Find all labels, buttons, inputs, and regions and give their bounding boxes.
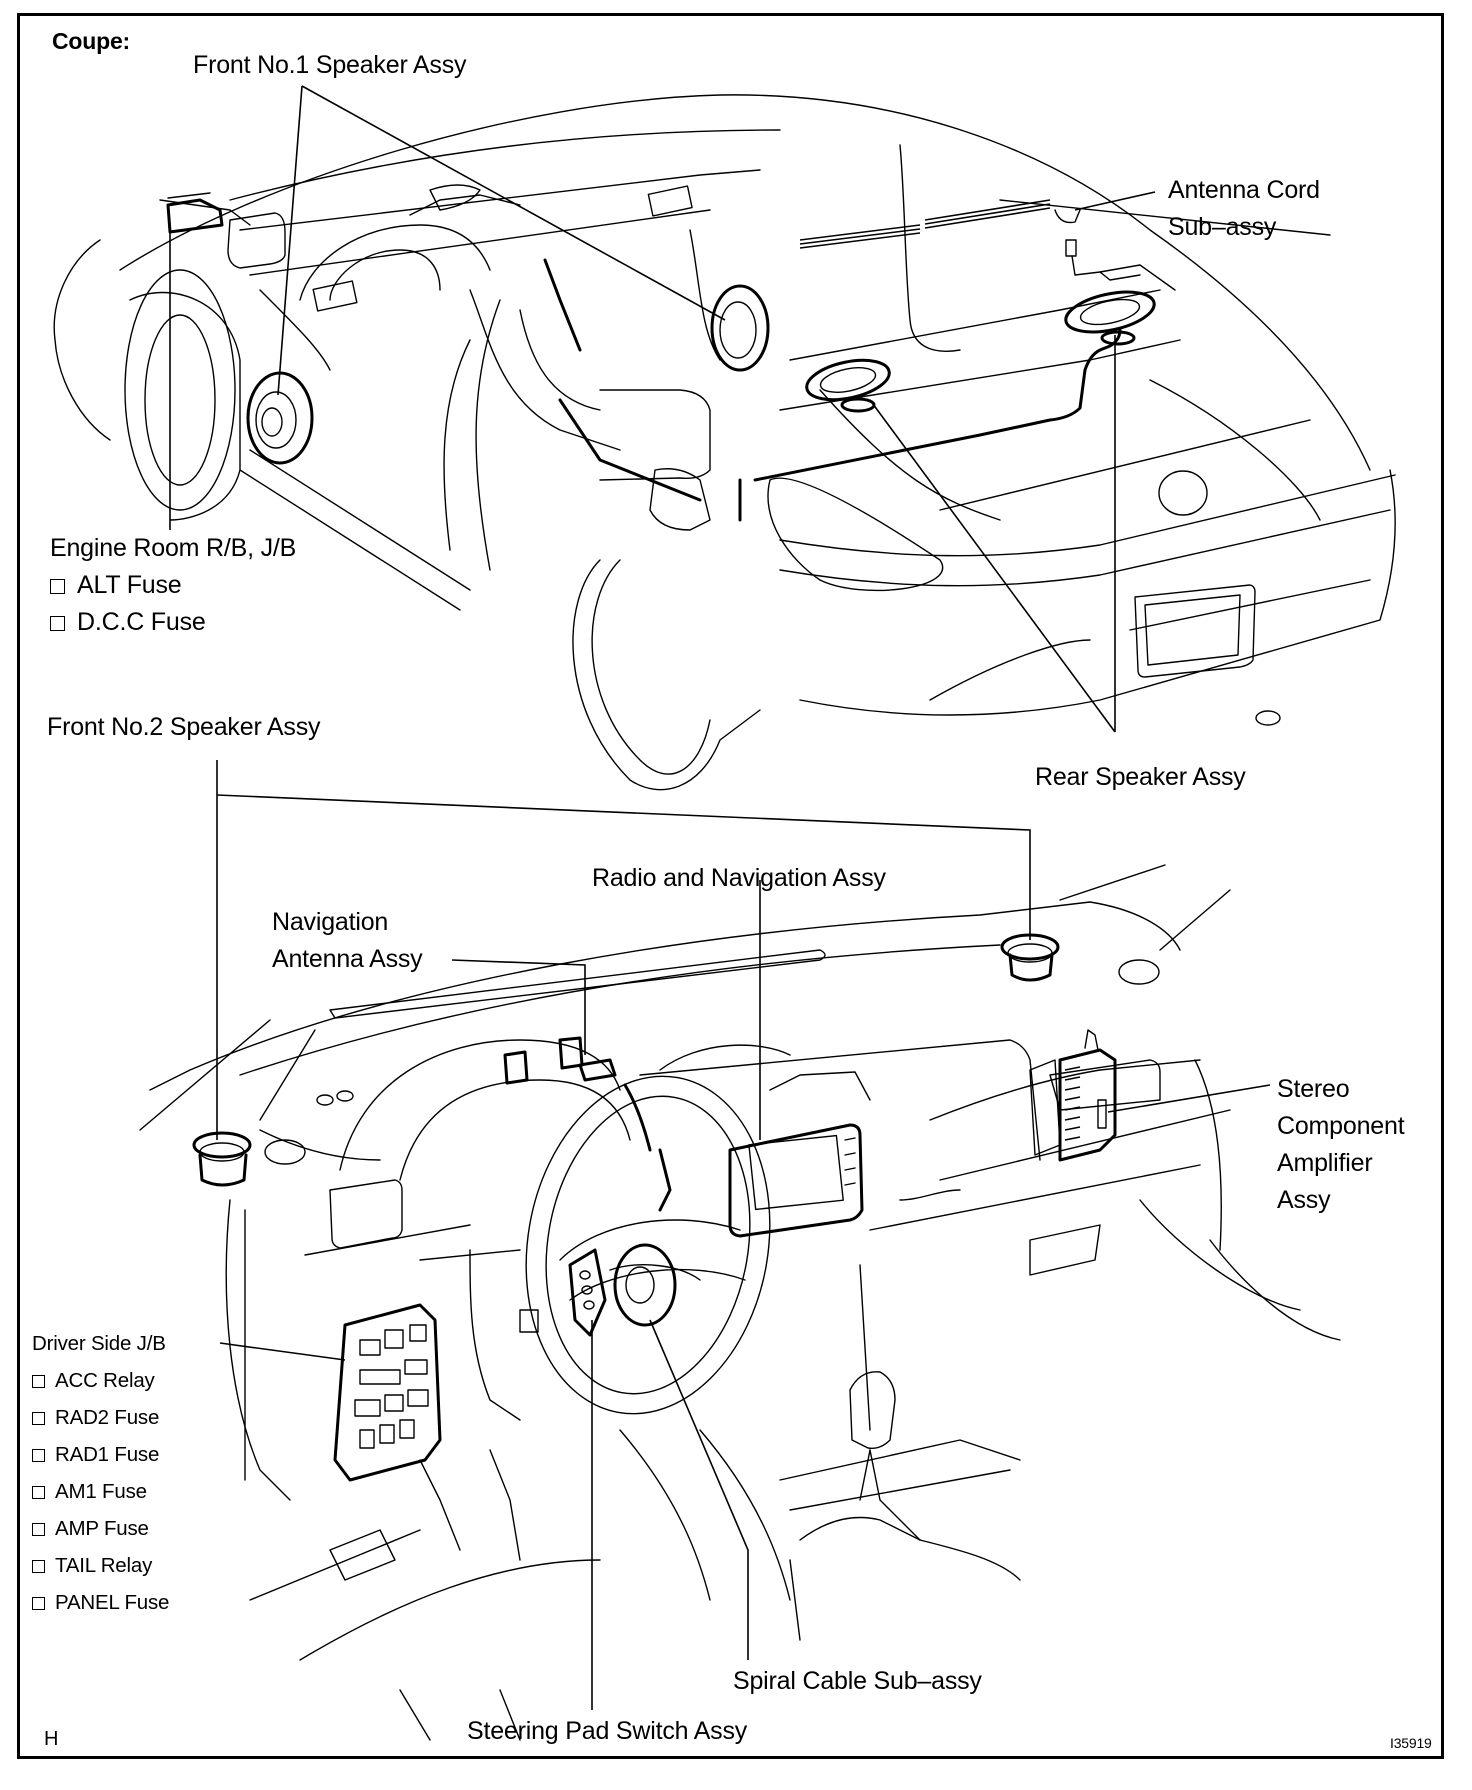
checkbox-icon bbox=[32, 1486, 45, 1499]
steering-wheel bbox=[525, 1075, 771, 1415]
navigation-antenna-part bbox=[503, 1036, 672, 1212]
rear-window-heater-lines bbox=[799, 199, 1051, 249]
driver-side-jb-item: ACC Relay bbox=[32, 1362, 169, 1399]
front-no1-speaker-left bbox=[246, 371, 314, 465]
engine-room-relay-block bbox=[166, 192, 224, 234]
checkbox-icon bbox=[32, 1560, 45, 1573]
driver-side-jb-title: Driver Side J/B bbox=[32, 1332, 166, 1355]
driver-side-jb-item: RAD1 Fuse bbox=[32, 1436, 169, 1473]
coupe-body-outline bbox=[53, 94, 1396, 791]
leader-lines-top bbox=[169, 85, 1156, 733]
front-no2-speaker-left bbox=[192, 1131, 252, 1187]
figure-id: I35919 bbox=[1390, 1735, 1432, 1751]
label-navigation-antenna-line-1: Navigation bbox=[272, 908, 389, 936]
steering-pad-switch-part bbox=[568, 1248, 607, 1337]
rear-speaker-left bbox=[805, 358, 891, 413]
driver-side-jb-item: AMP Fuse bbox=[32, 1510, 169, 1547]
driver-side-jb-item: RAD2 Fuse bbox=[32, 1399, 169, 1436]
checkbox-icon bbox=[32, 1375, 45, 1388]
leader-lines-bottom bbox=[216, 760, 1271, 1710]
dashboard-outline bbox=[139, 864, 1341, 1741]
driver-side-jb-item: TAIL Relay bbox=[32, 1547, 169, 1584]
diagram-frame bbox=[17, 13, 1444, 1759]
driver-side-jb-item: PANEL Fuse bbox=[32, 1584, 169, 1621]
label-navigation-antenna-line-2: Antenna Assy bbox=[272, 945, 423, 973]
antenna-cord bbox=[1054, 209, 1176, 291]
label-antenna-cord-line-1: Antenna Cord bbox=[1168, 176, 1320, 204]
label-navigation-antenna: Navigation Antenna Assy bbox=[272, 904, 423, 978]
label-driver-side-jb: Driver Side J/B ACC Relay RAD2 Fuse RAD1… bbox=[32, 1325, 169, 1621]
engine-room-jb-title: Engine Room R/B, J/B bbox=[50, 534, 297, 562]
checkbox-icon bbox=[32, 1597, 45, 1610]
front-no1-speaker-right bbox=[710, 284, 770, 372]
checkbox-icon bbox=[32, 1412, 45, 1425]
rear-speaker-right bbox=[1064, 290, 1156, 346]
speaker-wire-harness bbox=[543, 258, 1122, 522]
label-antenna-cord-line-2: Sub–assy bbox=[1168, 213, 1277, 241]
label-stereo-amplifier-line-4: Assy bbox=[1277, 1186, 1331, 1214]
label-steering-pad-switch: Steering Pad Switch Assy bbox=[467, 1717, 748, 1745]
label-stereo-amplifier-line-1: Stereo bbox=[1277, 1075, 1350, 1103]
engine-room-jb-item: ALT Fuse bbox=[50, 567, 296, 604]
checkbox-icon bbox=[32, 1523, 45, 1536]
driver-side-jb-item: AM1 Fuse bbox=[32, 1473, 169, 1510]
checkbox-icon bbox=[50, 616, 65, 631]
label-radio-navigation: Radio and Navigation Assy bbox=[592, 864, 886, 892]
label-spiral-cable: Spiral Cable Sub–assy bbox=[733, 1667, 982, 1695]
checkbox-icon bbox=[50, 579, 65, 594]
label-engine-room-jb: Engine Room R/B, J/B ALT Fuse D.C.C Fuse bbox=[50, 530, 296, 641]
stereo-amplifier-part bbox=[1029, 1029, 1117, 1162]
figure-code: H bbox=[44, 1728, 59, 1750]
label-stereo-amplifier-line-3: Amplifier bbox=[1277, 1149, 1373, 1177]
label-antenna-cord: Antenna Cord Sub–assy bbox=[1168, 172, 1320, 246]
engine-room-jb-item: D.C.C Fuse bbox=[50, 604, 296, 641]
label-front-no1-speaker: Front No.1 Speaker Assy bbox=[193, 51, 467, 79]
label-stereo-amplifier: Stereo Component Amplifier Assy bbox=[1277, 1071, 1405, 1219]
radio-navigation-unit bbox=[728, 1123, 864, 1238]
label-rear-speaker: Rear Speaker Assy bbox=[1035, 763, 1246, 791]
label-front-no2-speaker: Front No.2 Speaker Assy bbox=[47, 713, 321, 741]
spiral-cable-part bbox=[613, 1243, 677, 1327]
variant-label: Coupe: bbox=[52, 28, 131, 54]
driver-side-junction-block bbox=[333, 1303, 442, 1482]
front-no2-speaker-right bbox=[1000, 933, 1060, 982]
label-stereo-amplifier-line-2: Component bbox=[1277, 1112, 1405, 1140]
checkbox-icon bbox=[32, 1449, 45, 1462]
